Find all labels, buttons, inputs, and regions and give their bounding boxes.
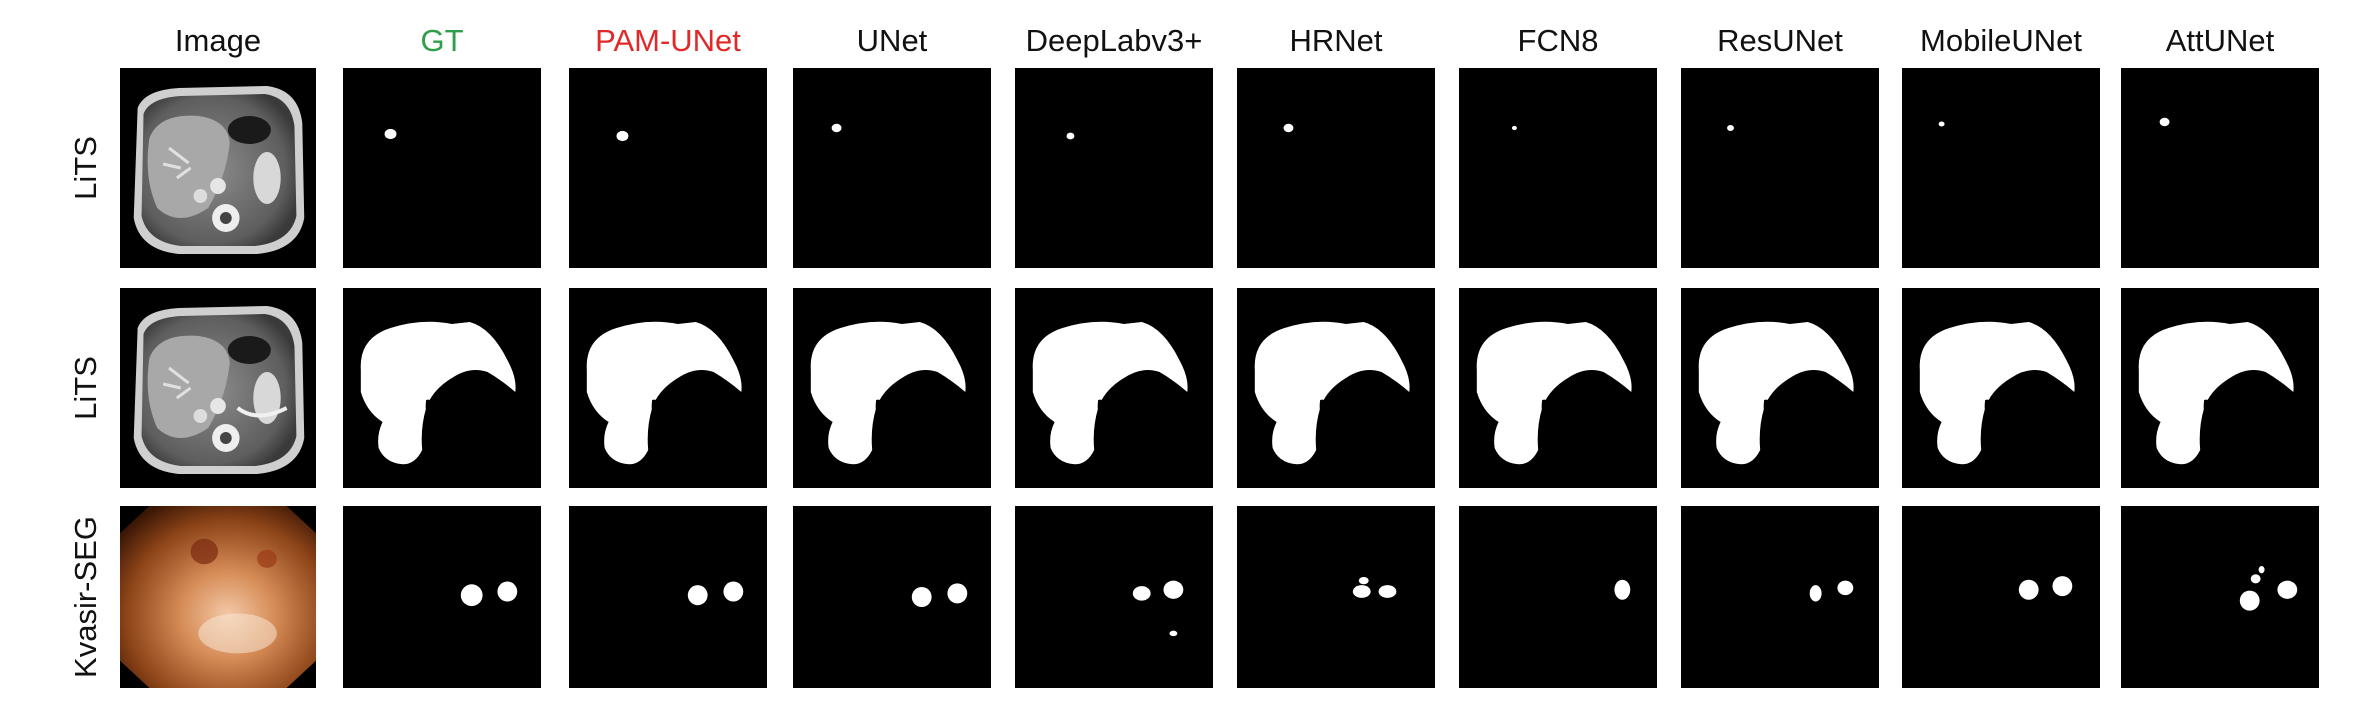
mask-kvasir-seg-3-hrnet: [1237, 506, 1435, 688]
mask-lits-2-deeplabv3: [1015, 288, 1213, 488]
mask-lits-1-unet: [793, 68, 991, 268]
mask-kvasir-seg-3-gt: [343, 506, 541, 688]
mask-lits-2-hrnet: [1237, 288, 1435, 488]
mask-lits-1-hrnet: [1237, 68, 1435, 268]
ct-scan-image: [120, 68, 316, 268]
row-label-lits-2: LiTS: [68, 356, 103, 420]
mask-lits-2-mobileunet: [1902, 288, 2100, 488]
mask-lits-1-gt: [343, 68, 541, 268]
mask-lits-2-fcn8: [1459, 288, 1657, 488]
mask-kvasir-seg-3-mobileunet: [1902, 506, 2100, 688]
ct-scan-image: [120, 288, 316, 488]
mask-kvasir-seg-3-pam-unet: [569, 506, 767, 688]
column-header-mobileunet: MobileUNet: [1920, 23, 2082, 58]
column-header-unet: UNet: [856, 23, 928, 58]
mask-lits-2-attunet: [2121, 288, 2319, 488]
mask-lits-2-gt: [343, 288, 541, 488]
column-header-fcn8: FCN8: [1517, 23, 1599, 58]
column-header-hrnet: HRNet: [1289, 23, 1383, 58]
row-label-lits-1: LiTS: [68, 136, 103, 200]
row-label-kvasir-seg-3: Kvasir-SEG: [68, 516, 103, 678]
mask-kvasir-seg-3-fcn8: [1459, 506, 1657, 688]
column-header-gt: GT: [420, 23, 464, 58]
mask-lits-2-resunet: [1681, 288, 1879, 488]
column-header-attunet: AttUNet: [2165, 23, 2275, 58]
mask-lits-2-pam-unet: [569, 288, 767, 488]
endoscopy-image: [120, 506, 316, 688]
mask-lits-1-pam-unet: [569, 68, 767, 268]
column-header-resunet: ResUNet: [1717, 23, 1843, 58]
column-header-pam-unet: PAM-UNet: [595, 23, 741, 58]
mask-kvasir-seg-3-unet: [793, 506, 991, 688]
mask-kvasir-seg-3-attunet: [2121, 506, 2319, 688]
mask-lits-1-mobileunet: [1902, 68, 2100, 268]
mask-lits-1-fcn8: [1459, 68, 1657, 268]
mask-kvasir-seg-3-resunet: [1681, 506, 1879, 688]
mask-lits-2-unet: [793, 288, 991, 488]
mask-lits-1-resunet: [1681, 68, 1879, 268]
column-header-image: Image: [174, 23, 262, 58]
mask-lits-1-attunet: [2121, 68, 2319, 268]
mask-lits-1-deeplabv3: [1015, 68, 1213, 268]
column-header-deeplabv3: DeepLabv3+: [1025, 23, 1203, 58]
mask-kvasir-seg-3-deeplabv3: [1015, 506, 1213, 688]
